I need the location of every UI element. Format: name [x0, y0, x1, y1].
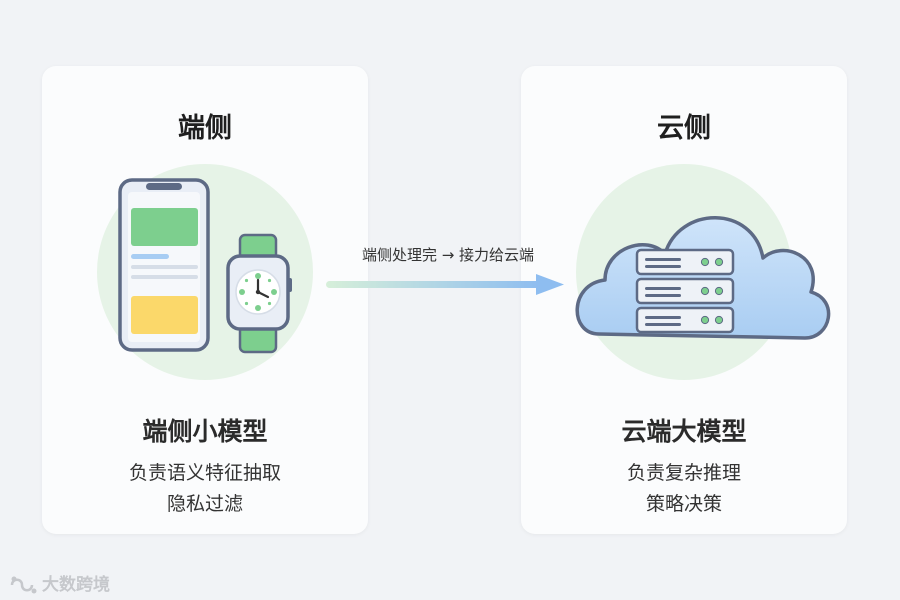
cloud-panel-title: 云侧 [657, 113, 711, 144]
smartwatch-icon [226, 233, 292, 354]
edge-model-title: 端侧小模型 [142, 417, 268, 446]
edge-model-desc-1: 负责语义特征抽取 [128, 462, 281, 484]
cloud-model-desc-1: 负责复杂推理 [626, 462, 741, 484]
cloud-model-desc-2: 策略决策 [645, 493, 722, 515]
edge-panel-title: 端侧 [178, 113, 232, 144]
watermark: 大数跨境 [8, 570, 110, 595]
brand-logo-icon [10, 576, 37, 594]
edge-panel: 端侧 [42, 66, 368, 534]
smartphone-icon [118, 178, 210, 352]
cloud-illustration [575, 216, 831, 340]
cloud-panel: 云侧 [521, 66, 847, 534]
watermark-text: 大数跨境 [42, 575, 110, 595]
edge-model-desc-2: 隐私过滤 [166, 493, 243, 515]
cloud-model-title: 云端大模型 [621, 417, 747, 446]
edge-illustration [118, 178, 292, 354]
server-rack-icon [635, 248, 735, 334]
handoff-label: 端侧处理完 → 接力给云端 [361, 246, 535, 264]
handoff-arrow [326, 274, 564, 295]
